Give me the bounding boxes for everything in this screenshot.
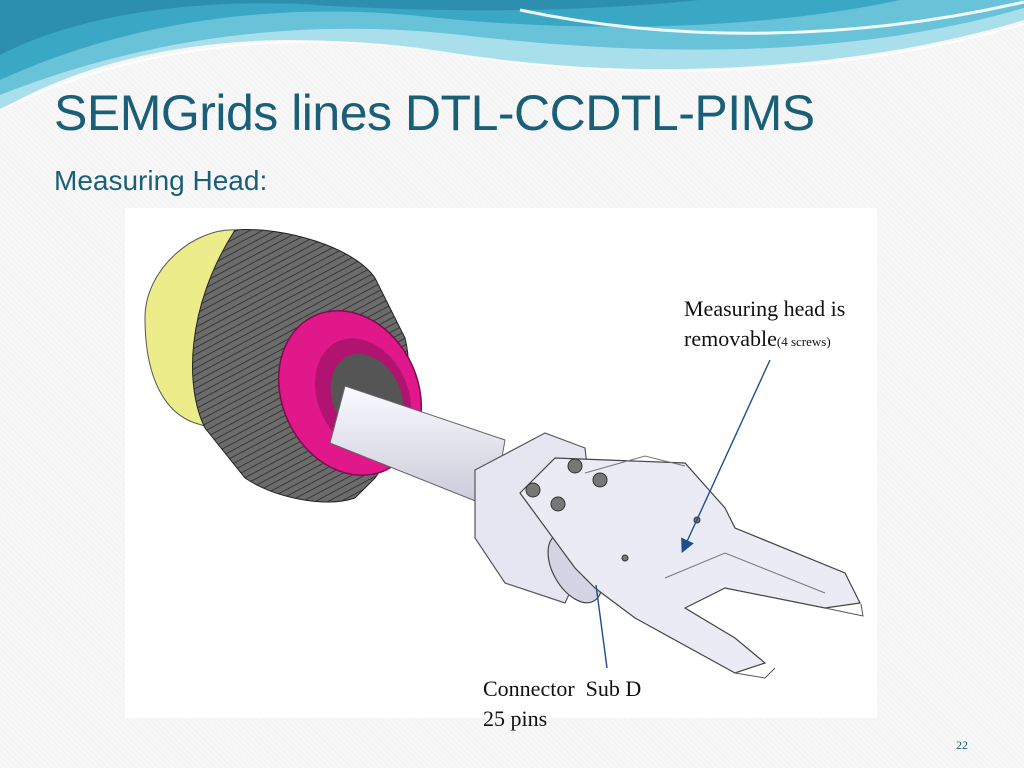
measuring-head-cad-image <box>125 208 877 718</box>
measuring-head-callout: Measuring head is removable(4 screws) <box>684 294 914 357</box>
measuring-head-callout-line2: removable <box>684 326 777 351</box>
header-wave-decoration <box>0 0 1024 111</box>
slide-subtitle: Measuring Head: <box>54 165 268 196</box>
page-number: 22 <box>956 738 968 752</box>
measuring-head-drawing <box>144 229 864 679</box>
slide-title: SEMGrids lines DTL-CCDTL-PIMS <box>54 85 815 141</box>
connector-callout-line2: 25 pins <box>483 706 548 731</box>
measuring-head-callout-note: (4 screws) <box>776 334 831 349</box>
screws <box>525 458 701 562</box>
connector-callout-line1: Connector Sub D <box>483 676 642 701</box>
connector-callout: Connector Sub D 25 pins <box>483 674 713 734</box>
measuring-head-callout-line1: Measuring head is <box>684 296 846 321</box>
